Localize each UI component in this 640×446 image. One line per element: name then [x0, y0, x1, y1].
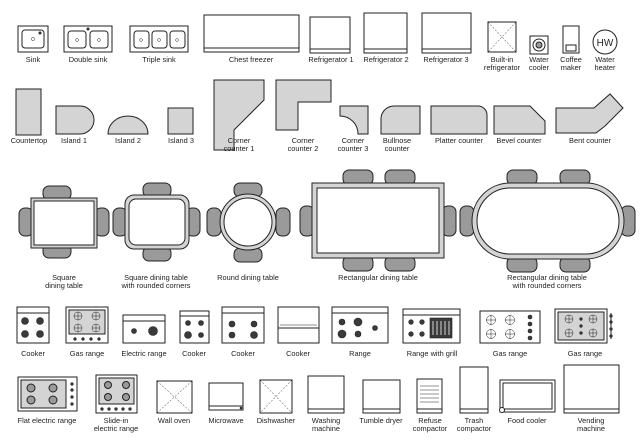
refrigerator-2-shape[interactable] — [363, 12, 408, 54]
wall-oven-shape[interactable] — [156, 380, 193, 414]
gas-range-3-shape[interactable] — [554, 308, 613, 344]
label-island-1: Island 1 — [61, 136, 87, 145]
label-trash-compactor: Trash compactor — [456, 416, 492, 433]
corner-counter-3-shape[interactable] — [339, 105, 369, 135]
label-refrigerator-3: Refrigerator 3 — [423, 55, 469, 64]
gas-range-1-shape[interactable] — [65, 306, 109, 344]
range-with-grill-shape[interactable] — [402, 308, 461, 344]
coffee-maker-shape[interactable] — [562, 25, 580, 54]
label-food-cooler: Food cooler — [507, 416, 547, 425]
microwave-shape[interactable] — [208, 382, 244, 411]
square-dining-table-shape[interactable] — [18, 185, 110, 259]
label-refuse-compactor: Refuse compactor — [412, 416, 448, 433]
island-1-shape[interactable] — [55, 105, 95, 135]
label-square-dining-table: Square dining table — [45, 273, 83, 290]
countertop-shape[interactable] — [15, 88, 42, 136]
vending-machine-shape[interactable] — [563, 364, 620, 414]
double-sink-shape[interactable] — [63, 25, 113, 53]
tumble-dryer-shape[interactable] — [362, 379, 401, 414]
label-cooker-1: Cooker — [21, 349, 45, 358]
square-dining-table-rounded-shape[interactable] — [112, 182, 201, 262]
label-rectangular-dining-table-rounded: Rectangular dining table with rounded co… — [507, 273, 587, 290]
label-corner-counter-3: Corner counter 3 — [337, 136, 369, 153]
label-flat-electric-range: Flat electric range — [17, 416, 77, 425]
chest-freezer-shape[interactable] — [203, 14, 300, 53]
label-cooker-2: Cooker — [182, 349, 206, 358]
island-3-shape[interactable] — [167, 107, 194, 135]
cooker-4-shape[interactable] — [277, 306, 320, 344]
label-chest-freezer: Chest freezer — [228, 55, 274, 64]
rectangular-dining-table-shape[interactable] — [299, 169, 457, 272]
label-water-heater: Water heater — [594, 55, 616, 72]
label-bevel-counter: Bevel counter — [496, 136, 542, 145]
label-cooker-4: Cooker — [286, 349, 310, 358]
washing-machine-shape[interactable] — [307, 375, 345, 414]
label-tumble-dryer: Tumble dryer — [359, 416, 403, 425]
food-cooler-shape[interactable] — [499, 379, 556, 413]
label-gas-range-1: Gas range — [69, 349, 105, 358]
water-heater-shape[interactable]: HW — [592, 29, 618, 55]
label-bullnose-counter: Bullnose counter — [382, 136, 412, 153]
bullnose-counter-shape[interactable] — [380, 105, 421, 135]
label-double-sink: Double sink — [68, 55, 108, 64]
platter-counter-shape[interactable] — [430, 105, 488, 135]
island-2-shape[interactable] — [107, 115, 149, 135]
label-corner-counter-1: Corner counter 1 — [223, 136, 255, 153]
label-triple-sink: Triple sink — [142, 55, 176, 64]
bevel-counter-shape[interactable] — [493, 105, 546, 135]
label-dishwasher: Dishwasher — [256, 416, 296, 425]
flat-electric-range-shape[interactable] — [17, 376, 78, 412]
label-island-3: Island 3 — [168, 136, 194, 145]
label-round-dining-table: Round dining table — [217, 273, 279, 282]
water-heater-glyph: HW — [597, 38, 614, 49]
refuse-compactor-shape[interactable] — [416, 378, 443, 414]
label-washing-machine: Washing machine — [311, 416, 341, 433]
slide-in-electric-range-shape[interactable] — [95, 374, 138, 414]
label-electric-range: Electric range — [121, 349, 167, 358]
label-vending-machine: Vending machine — [577, 416, 605, 433]
label-wall-oven: Wall oven — [157, 416, 191, 425]
cooker-1-shape[interactable] — [16, 306, 50, 344]
built-in-refrigerator-shape[interactable] — [487, 21, 517, 53]
refrigerator-3-shape[interactable] — [421, 12, 472, 54]
gas-range-2-shape[interactable] — [479, 310, 541, 344]
corner-counter-2-shape[interactable] — [275, 79, 332, 131]
label-bent-counter: Bent counter — [569, 136, 611, 145]
trash-compactor-shape[interactable] — [459, 366, 489, 414]
range-shape[interactable] — [331, 306, 389, 344]
sink-shape[interactable] — [17, 25, 49, 53]
label-gas-range-3: Gas range — [567, 349, 603, 358]
refrigerator-1-shape[interactable] — [309, 16, 351, 54]
label-range: Range — [349, 349, 371, 358]
cooker-3-shape[interactable] — [221, 306, 265, 344]
cooker-2-shape[interactable] — [179, 310, 210, 344]
label-refrigerator-1: Refrigerator 1 — [308, 55, 354, 64]
label-island-2: Island 2 — [115, 136, 141, 145]
electric-range-shape[interactable] — [122, 314, 166, 344]
corner-counter-1-shape[interactable] — [213, 79, 265, 151]
label-slide-in-electric-range: Slide-in electric range — [93, 416, 139, 433]
label-gas-range-2: Gas range — [492, 349, 528, 358]
label-square-dining-table-rounded: Square dining table with rounded corners — [121, 273, 191, 290]
water-cooler-shape[interactable] — [529, 35, 549, 55]
bent-counter-shape[interactable] — [555, 93, 624, 134]
round-dining-table-shape[interactable] — [206, 182, 291, 263]
label-countertop: Countertop — [10, 136, 48, 145]
label-range-with-grill: Range with grill — [406, 349, 458, 358]
label-corner-counter-2: Corner counter 2 — [287, 136, 319, 153]
label-sink: Sink — [25, 55, 41, 64]
label-cooker-3: Cooker — [231, 349, 255, 358]
label-water-cooler: Water cooler — [528, 55, 550, 72]
rectangular-dining-table-rounded-shape[interactable] — [459, 169, 636, 273]
label-platter-counter: Platter counter — [434, 136, 484, 145]
dishwasher-shape[interactable] — [259, 379, 293, 414]
label-rectangular-dining-table: Rectangular dining table — [338, 273, 418, 282]
label-microwave: Microwave — [208, 416, 244, 425]
triple-sink-shape[interactable] — [129, 25, 189, 53]
label-refrigerator-2: Refrigerator 2 — [363, 55, 409, 64]
label-coffee-maker: Coffee maker — [560, 55, 582, 72]
label-built-in-refrigerator: Built-in refrigerator — [483, 55, 521, 72]
